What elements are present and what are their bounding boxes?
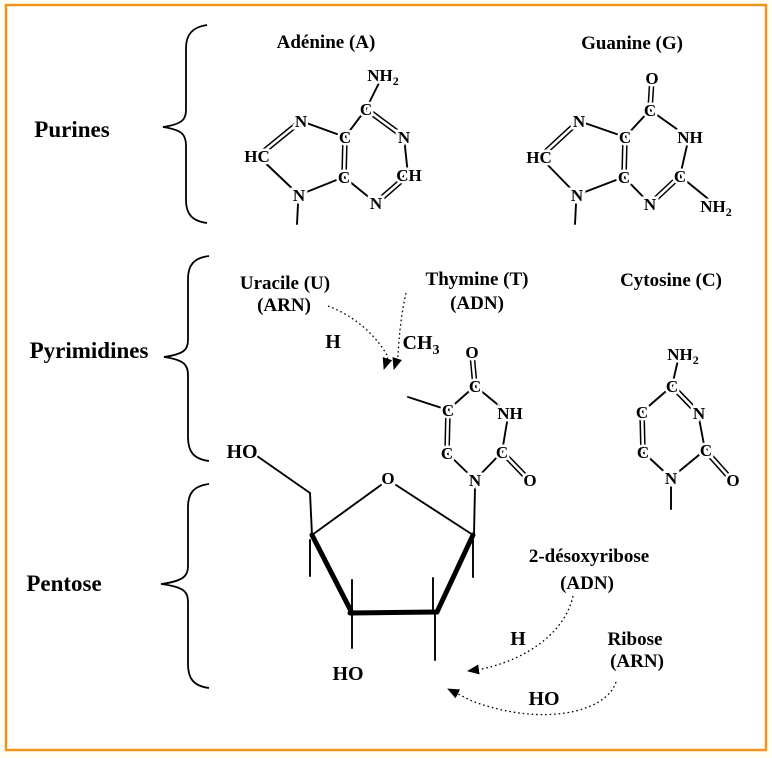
guanine-atom-c6: C [644, 101, 656, 120]
guanine-nh2-subscript: 2 [726, 205, 732, 219]
ribose-ho-label: HO [528, 688, 559, 710]
guanine-structure: Guanine (G) O C NH C N NH2 C C N HC N [524, 31, 734, 225]
cytosine-atom-c4: C [666, 377, 678, 396]
cytosine-atom-o2: O [726, 471, 739, 490]
guanine-atom-n3: N [644, 195, 657, 214]
ribose-subtitle: (ARN) [610, 651, 664, 672]
adenine-title: Adénine (A) [277, 32, 376, 53]
thymine-bonds [407, 353, 531, 536]
adenine-structure: Adénine (A) NH2 C N CH N C C N HC N [242, 30, 424, 225]
thymine-methyl-label: CH3 [403, 332, 440, 358]
thymine-ring-structure: O C NH C O N C C [407, 341, 539, 536]
thymine-atom-c4: C [469, 377, 481, 396]
pentose-ring-oxygen: O [381, 469, 394, 488]
desoxyribose-title: 2-désoxyribose [529, 546, 649, 567]
substituent-swap-arrows [327, 292, 407, 370]
pentose-structure: HO O HO [224, 439, 476, 687]
uracile-title: Uracile (U) [240, 273, 330, 294]
uracile-h-substituent-label: H [325, 331, 341, 353]
adenine-atom-c6: C [360, 100, 372, 119]
pentose-brace [160, 483, 210, 689]
thymine-atom-c5: C [442, 401, 454, 420]
thymine-title: Thymine (T) [426, 269, 529, 290]
guanine-atom-n7: N [573, 112, 586, 131]
cytosine-nh2: NH [667, 345, 693, 364]
ch3-subscript: 3 [433, 343, 440, 358]
diagram-border [4, 3, 768, 752]
pyrimidines-label: Pyrimidines [30, 338, 149, 363]
guanine-title: Guanine (G) [581, 33, 683, 54]
adenine-atom-c5: C [339, 128, 351, 147]
sugar-variant-labels: 2-désoxyribose (ADN) H Ribose (ARN) HO [508, 544, 666, 712]
guanine-atom-c4: C [618, 168, 630, 187]
guanine-atom-c5: C [619, 128, 631, 147]
guanine-amine-group: NH2 [700, 197, 732, 219]
cytosine-atom-c2: C [700, 441, 712, 460]
adenine-atom-c4: C [338, 168, 350, 187]
thymine-atom-c6: C [441, 444, 453, 463]
cytosine-structure: NH2 C N C O N C C [633, 343, 742, 510]
arrow-from-uracile-arn [327, 305, 393, 370]
adenine-atom-n1: N [398, 128, 411, 147]
purines-label: Purines [34, 117, 109, 142]
guanine-atom-n9: N [571, 186, 584, 205]
guanine-atom-c8: HC [526, 148, 552, 167]
adenine-atom-n7: N [295, 112, 308, 131]
pentose-ho-bottom-label: HO [332, 663, 363, 685]
pyrimidine-labels: Uracile (U) (ARN) Thymine (T) (ADN) Cyto… [238, 267, 724, 360]
adenine-amine-group: NH2 [367, 66, 399, 88]
cytosine-nh2-subscript: 2 [693, 353, 699, 367]
guanine-atom-o6: O [645, 69, 658, 88]
arrow-from-desoxyribose [467, 595, 574, 675]
pentose-label: Pentose [26, 571, 101, 596]
adenine-atom-n9: N [293, 186, 306, 205]
thymine-subtitle: (ADN) [450, 293, 504, 314]
ch3-base: CH [403, 332, 433, 354]
cytosine-atom-n3: N [693, 404, 706, 423]
pentose-ho-top-label: HO [226, 441, 257, 463]
guanine-nh2: NH [700, 197, 726, 216]
adenine-atom-c8: HC [244, 147, 270, 166]
cytosine-title: Cytosine (C) [620, 270, 722, 291]
adenine-bonds [256, 78, 410, 225]
guanine-atom-n1: NH [677, 128, 703, 147]
adenine-nh2: NH [367, 66, 393, 85]
thymine-atom-c2: C [496, 443, 508, 462]
ribose-title: Ribose [608, 629, 663, 650]
desoxyribose-h-label: H [510, 628, 526, 650]
arrow-from-ribose [447, 681, 617, 716]
thymine-atom-o2: O [523, 471, 536, 490]
purines-brace [162, 24, 208, 224]
cytosine-amine-group: NH2 [667, 345, 699, 367]
thymine-atom-n3: NH [497, 404, 523, 423]
pyrimidines-brace [163, 255, 210, 462]
uracile-subtitle: (ARN) [257, 295, 311, 316]
adenine-atom-n3: N [370, 194, 383, 213]
cytosine-bonds [639, 359, 733, 510]
pentose-bonds [256, 455, 476, 661]
adenine-nh2-subscript: 2 [393, 74, 399, 88]
cytosine-atom-c5: C [636, 403, 648, 422]
adenine-atom-c2: CH [396, 166, 422, 185]
sugar-swap-arrows [447, 595, 617, 716]
guanine-bonds [538, 77, 713, 225]
section-braces [160, 24, 210, 689]
desoxyribose-subtitle: (ADN) [560, 573, 614, 594]
arrow-from-thymine-adn [392, 292, 407, 370]
thymine-atom-n1: N [469, 471, 482, 490]
thymine-atom-o4: O [465, 343, 478, 362]
guanine-atom-c2: C [674, 167, 686, 186]
cytosine-atom-c6: C [637, 443, 649, 462]
cytosine-atom-n1: N [665, 469, 678, 488]
